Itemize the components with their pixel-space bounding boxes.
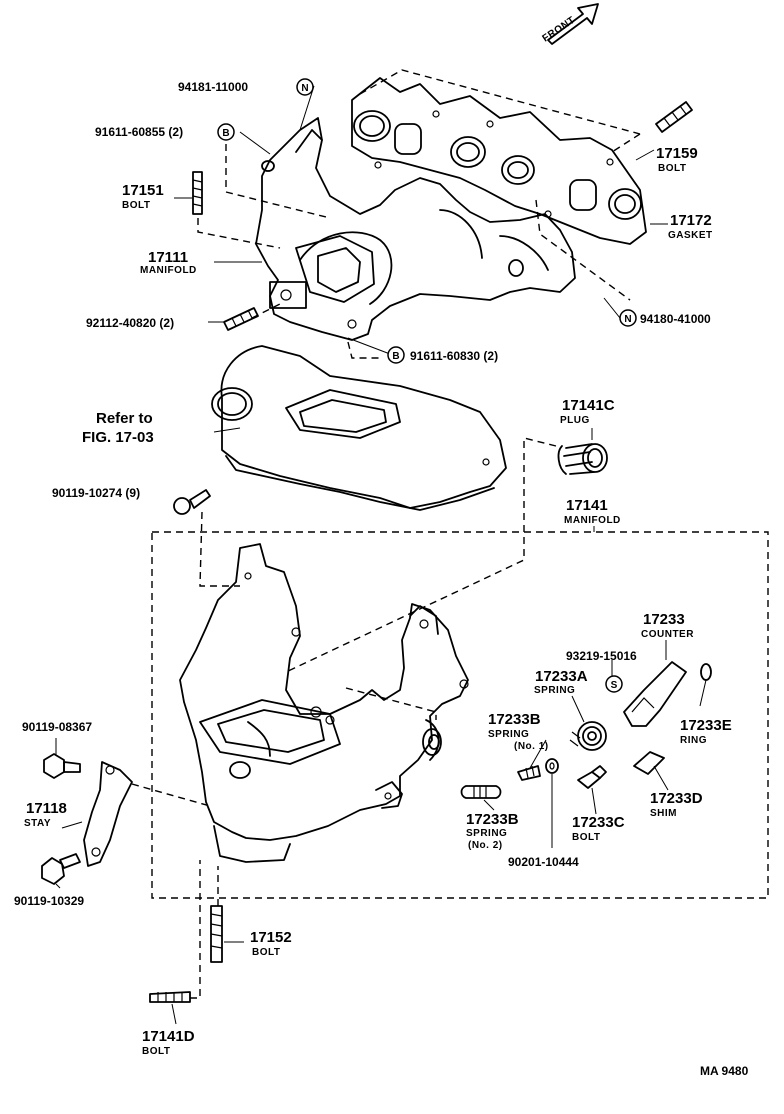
main-manifold-drawing bbox=[179, 543, 469, 863]
label-17233D-name: SHIM bbox=[650, 808, 677, 819]
label-17233D-number: 17233D bbox=[650, 790, 703, 807]
label-94180-41000: 94180-41000 bbox=[640, 312, 711, 326]
label-17172-name: GASKET bbox=[668, 230, 713, 241]
label-90119-10329: 90119-10329 bbox=[14, 894, 84, 908]
bolt-90119-08367 bbox=[43, 753, 81, 779]
label-94181-11000: 94181-11000 bbox=[178, 80, 248, 94]
label-17233B-no2-number: 17233B bbox=[466, 811, 519, 828]
label-17141-number: 17141 bbox=[566, 497, 608, 514]
label-17151-name: BOLT bbox=[122, 200, 150, 211]
label-90119-10274: 90119-10274 (9) bbox=[52, 486, 140, 500]
spring-17233B-no1 bbox=[517, 765, 541, 781]
label-17159-name: BOLT bbox=[658, 163, 686, 174]
label-90119-08367: 90119-08367 bbox=[22, 720, 92, 734]
leader-lines bbox=[55, 85, 707, 1025]
spring-17233A bbox=[569, 721, 607, 751]
ring-17233E bbox=[700, 663, 712, 681]
symbol-n-94181: N bbox=[296, 78, 314, 96]
label-17111-number: 17111 bbox=[148, 249, 188, 266]
svg-text:S: S bbox=[611, 680, 618, 691]
symbol-b-91611-60830: B bbox=[387, 346, 405, 364]
exhaust-gasket-drawing bbox=[351, 77, 647, 245]
label-17141-name: MANIFOLD bbox=[564, 515, 621, 526]
label-17151-number: 17151 bbox=[122, 182, 164, 199]
stud-92112 bbox=[223, 307, 259, 331]
symbol-n-94180: N bbox=[619, 309, 637, 327]
symbol-s-93219: S bbox=[605, 675, 623, 693]
label-17141D-name: BOLT bbox=[142, 1046, 170, 1057]
stud-17141D bbox=[149, 991, 191, 1003]
stud-17159 bbox=[655, 101, 693, 133]
label-17141C-name: PLUG bbox=[560, 415, 590, 426]
counter-17233 bbox=[623, 661, 687, 727]
refer-to-line1: Refer to bbox=[96, 410, 153, 427]
label-17233B-no2-name: SPRING bbox=[466, 828, 507, 839]
refer-to-line2: FIG. 17-03 bbox=[82, 429, 154, 446]
label-17233E-name: RING bbox=[680, 735, 707, 746]
label-17233B-no2-sub: (No. 2) bbox=[468, 840, 503, 851]
label-17233C-name: BOLT bbox=[572, 832, 600, 843]
label-91611-60830: 91611-60830 (2) bbox=[410, 349, 498, 363]
stud-17152 bbox=[210, 905, 223, 963]
label-17233B-no1-name: SPRING bbox=[488, 729, 529, 740]
label-17172-number: 17172 bbox=[670, 212, 712, 229]
label-17152-name: BOLT bbox=[252, 947, 280, 958]
stay-bracket-drawing bbox=[83, 761, 133, 867]
figure-code: MA 9480 bbox=[700, 1064, 749, 1078]
label-17141D-number: 17141D bbox=[142, 1028, 195, 1045]
upper-manifold-drawing bbox=[255, 117, 576, 341]
plug-drawing bbox=[557, 443, 608, 475]
label-17141C-number: 17141C bbox=[562, 397, 615, 414]
label-17233-number: 17233 bbox=[643, 611, 685, 628]
label-17233A-number: 17233A bbox=[535, 668, 588, 685]
svg-text:N: N bbox=[624, 314, 631, 325]
label-92112-40820: 92112-40820 (2) bbox=[86, 316, 174, 330]
heat-insulator-drawing bbox=[211, 345, 507, 511]
label-17152-number: 17152 bbox=[250, 929, 292, 946]
symbol-b-91611-60855: B bbox=[217, 123, 235, 141]
svg-text:B: B bbox=[392, 351, 399, 362]
spring-17233B-no2 bbox=[460, 785, 502, 799]
label-17118-name: STAY bbox=[24, 818, 51, 829]
assembly-dashed-lines bbox=[131, 69, 769, 999]
shim-17233D bbox=[633, 751, 665, 775]
front-arrow: FRONT bbox=[541, 3, 599, 45]
svg-text:N: N bbox=[301, 83, 308, 94]
label-17118-number: 17118 bbox=[26, 800, 67, 817]
label-93219-15016: 93219-15016 bbox=[566, 649, 637, 663]
label-17233-name: COUNTER bbox=[641, 629, 694, 640]
svg-text:B: B bbox=[222, 128, 229, 139]
label-17233B-no1-sub: (No. 1) bbox=[514, 741, 549, 752]
label-17159-number: 17159 bbox=[656, 145, 698, 162]
washer-90201 bbox=[545, 758, 559, 774]
bolt-17233C bbox=[577, 765, 607, 789]
bolt-17151 bbox=[192, 171, 203, 215]
label-17233B-no1-number: 17233B bbox=[488, 711, 541, 728]
label-17233C-number: 17233C bbox=[572, 814, 625, 831]
label-17233E-number: 17233E bbox=[680, 717, 732, 734]
bolt-90119-10329 bbox=[41, 853, 81, 885]
label-17111-name: MANIFOLD bbox=[140, 265, 197, 276]
label-91611-60855: 91611-60855 (2) bbox=[95, 125, 183, 139]
label-17233A-name: SPRING bbox=[534, 685, 575, 696]
label-90201-10444: 90201-10444 bbox=[508, 855, 579, 869]
bolt-90119-10274 bbox=[173, 489, 211, 515]
